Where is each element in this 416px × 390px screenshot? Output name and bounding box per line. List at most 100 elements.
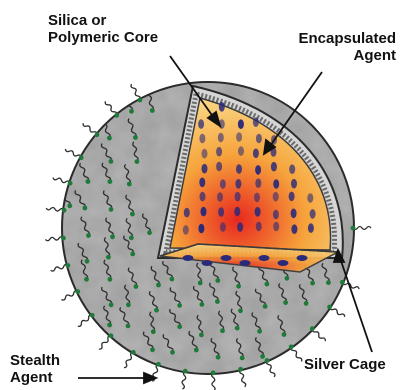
- stealth-label-line2: Agent: [10, 369, 60, 386]
- stealth-agent-head-icon: [177, 324, 182, 329]
- oval-particle-icon: [255, 178, 261, 188]
- stealth-agent-outer-tail-icon: [291, 347, 302, 362]
- oval-particle-icon: [219, 102, 225, 112]
- stealth-agent-head-icon: [198, 281, 203, 286]
- stealth-agent-head-icon: [156, 283, 161, 288]
- stealth-agent-head-icon: [282, 332, 287, 337]
- stealth-agent-head-icon: [150, 347, 155, 352]
- stealth-agent-head-icon: [133, 135, 138, 140]
- stealth-agent-head-icon: [86, 179, 91, 184]
- stealth-agent-head-icon: [310, 326, 315, 331]
- stealth-agent-outer-tail-icon: [45, 237, 63, 241]
- oval-particle-icon: [307, 193, 313, 203]
- arrow-cage: [340, 258, 372, 352]
- oval-particle-icon: [273, 222, 279, 232]
- oval-particle-icon: [289, 192, 295, 202]
- stealth-agent-outer-tail-icon: [124, 352, 133, 367]
- stealth-agent-head-icon: [130, 252, 135, 257]
- stealth-agent-head-icon: [260, 354, 265, 359]
- stealth-agent-head-icon: [84, 277, 89, 282]
- oval-particle-icon: [202, 260, 213, 266]
- stealth-agent-head-icon: [68, 181, 73, 186]
- oval-particle-icon: [240, 260, 251, 266]
- oval-particle-icon: [198, 119, 204, 129]
- stealth-agent-head-icon: [110, 234, 115, 239]
- stealth-agent-head-icon: [109, 207, 114, 212]
- oval-particle-icon: [199, 178, 205, 188]
- stealth-agent-outer-tail-icon: [83, 123, 97, 135]
- oval-particle-icon: [253, 117, 259, 127]
- stealth-agent-head-icon: [156, 362, 161, 367]
- stealth-agent-head-icon: [107, 323, 112, 328]
- oval-particle-icon: [291, 179, 297, 189]
- oval-particle-icon: [253, 149, 259, 159]
- oval-particle-icon: [256, 134, 262, 144]
- stealth-agent-head-icon: [107, 136, 112, 141]
- stealth-agent-head-icon: [215, 299, 220, 304]
- cage-label-text: Silver Cage: [304, 356, 386, 373]
- stealth-agent-outer-tail-icon: [51, 265, 68, 272]
- stealth-agent-head-icon: [211, 371, 216, 376]
- stealth-agent-outer-tail-icon: [353, 227, 371, 230]
- oval-particle-icon: [236, 164, 242, 174]
- stealth-agent-head-icon: [62, 208, 67, 213]
- stealth-agent-head-icon: [95, 132, 100, 137]
- stealth-agent-head-icon: [109, 333, 114, 338]
- stealth-agent-outer-tail-icon: [53, 178, 70, 184]
- oval-particle-icon: [235, 179, 241, 189]
- oval-particle-icon: [291, 209, 297, 219]
- stealth-agent-outer-tail-icon: [46, 207, 64, 211]
- stealth-agent-head-icon: [109, 159, 114, 164]
- stealth-agent-outer-tail-icon: [312, 329, 325, 342]
- oval-particle-icon: [273, 210, 279, 220]
- stealth-agent-head-icon: [327, 305, 332, 310]
- stealth-agent-head-icon: [215, 278, 220, 283]
- stealth-agent-head-icon: [310, 281, 315, 286]
- stealth-agent-head-icon: [150, 108, 155, 113]
- stealth-agent-outer-tail-icon: [182, 371, 186, 389]
- stealth-agent-head-icon: [235, 326, 240, 331]
- stealth-agent-head-icon: [177, 303, 182, 308]
- stealth-agent-head-icon: [326, 280, 331, 285]
- agent-label-line1: Encapsulated: [266, 30, 396, 47]
- oval-particle-icon: [271, 162, 277, 172]
- stealth-agent-head-icon: [304, 301, 309, 306]
- stealth-agent-head-icon: [106, 255, 111, 260]
- oval-particle-icon: [202, 149, 208, 159]
- stealth-agent-outer-tail-icon: [99, 336, 111, 349]
- oval-particle-icon: [221, 255, 232, 261]
- stealth-agent-head-icon: [351, 226, 356, 231]
- oval-particle-icon: [218, 133, 224, 143]
- stealth-agent-outer-tail-icon: [62, 291, 78, 300]
- oval-particle-icon: [183, 255, 194, 261]
- oval-particle-icon: [255, 207, 261, 217]
- oval-particle-icon: [202, 164, 208, 174]
- stealth-agent-head-icon: [216, 355, 221, 360]
- stealth-agent-head-icon: [108, 277, 113, 282]
- oval-particle-icon: [238, 146, 244, 156]
- stealth-agent-head-icon: [66, 263, 71, 268]
- stealth-agent-head-icon: [108, 179, 113, 184]
- stealth-agent-head-icon: [109, 302, 114, 307]
- core-label: Silica or Polymeric Core: [48, 12, 158, 46]
- oval-particle-icon: [235, 192, 241, 202]
- stealth-agent-head-icon: [131, 350, 136, 355]
- stealth-agent-head-icon: [285, 276, 290, 281]
- stealth-agent-head-icon: [154, 308, 159, 313]
- oval-particle-icon: [218, 207, 224, 217]
- stealth-agent-head-icon: [129, 235, 134, 240]
- stealth-agent-head-icon: [283, 300, 288, 305]
- stealth-agent-head-icon: [257, 329, 262, 334]
- stealth-agent-head-icon: [134, 284, 139, 289]
- stealth-agent-head-icon: [126, 324, 131, 329]
- cage-label: Silver Cage: [304, 356, 386, 373]
- stealth-agent-head-icon: [220, 328, 225, 333]
- oval-particle-icon: [297, 255, 308, 261]
- stealth-agent-outer-tail-icon: [330, 307, 345, 317]
- oval-particle-icon: [216, 147, 222, 157]
- stealth-agent-head-icon: [170, 277, 175, 282]
- stealth-agent-head-icon: [236, 284, 241, 289]
- oval-particle-icon: [217, 192, 223, 202]
- stealth-agent-outer-tail-icon: [131, 84, 140, 100]
- oval-particle-icon: [255, 165, 261, 175]
